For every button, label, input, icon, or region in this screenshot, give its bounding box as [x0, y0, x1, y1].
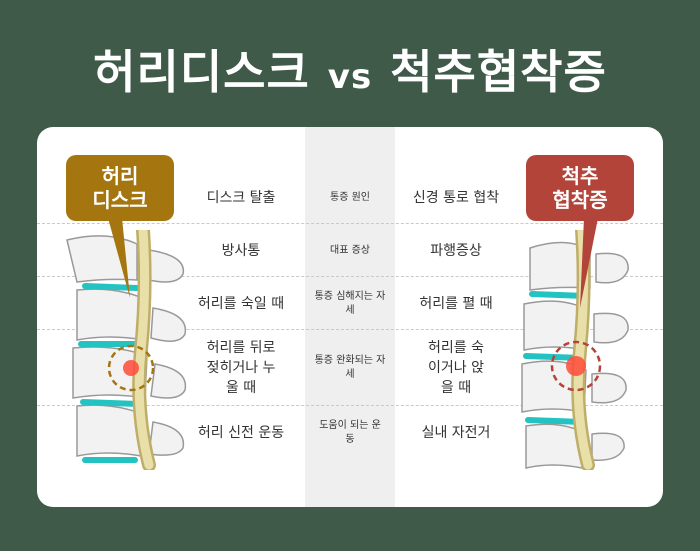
title-right: 척추협착증	[390, 45, 607, 99]
disc-exercise: 허리 신전 운동	[197, 424, 285, 441]
title-left: 허리디스크	[93, 45, 310, 99]
disc-worse-posture: 허리를 숙일 때	[197, 295, 285, 312]
stenosis-relief-posture: 허리를 숙이거나 앉을 때	[428, 339, 484, 396]
middle-column	[305, 127, 395, 507]
comparison-row: 허리 신전 운동 도움이 되는 운동 실내 자전거	[37, 406, 663, 459]
row-separator	[37, 329, 663, 330]
comparison-row: 허리를 뒤로 젖히거나 누울 때 통증 완화되는 자세 허리를 숙이거나 앉을 …	[37, 330, 663, 405]
disc-symptom: 방사통	[221, 242, 261, 259]
row-separator	[37, 276, 663, 277]
disc-cause: 디스크 탈출	[206, 189, 276, 206]
stenosis-symptom: 파행증상	[430, 242, 482, 259]
right-badge-pointer	[580, 218, 598, 308]
disc-relief-posture: 허리를 뒤로 젖히거나 누울 때	[206, 339, 276, 396]
comparison-row: 허리를 숙일 때 통증 심해지는 자세 허리를 펼 때	[37, 277, 663, 330]
comparison-row: 디스크 탈출 통증 원인 신경 통로 협착	[37, 171, 663, 224]
row-label-cause: 통증 원인	[330, 191, 370, 203]
row-label-worse-posture: 통증 심해지는 자세	[314, 290, 386, 316]
stenosis-badge-line2: 협착증	[552, 188, 608, 212]
page-title: 허리디스크 vs 척추협착증	[0, 42, 700, 107]
stenosis-exercise: 실내 자전거	[421, 424, 491, 441]
row-separator	[37, 223, 663, 224]
comparison-row: 방사통 대표 증상 파행증상	[37, 224, 663, 277]
stenosis-badge-line1: 척추	[561, 164, 599, 188]
row-separator	[37, 405, 663, 406]
stenosis-worse-posture: 허리를 펼 때	[419, 295, 493, 312]
disc-badge-line2: 디스크	[92, 188, 148, 212]
row-label-symptom: 대표 증상	[330, 244, 370, 256]
row-label-exercise: 도움이 되는 운동	[319, 419, 381, 445]
stenosis-cause: 신경 통로 협착	[412, 189, 500, 206]
left-spine-illustration	[66, 230, 187, 470]
title-vs: vs	[327, 57, 373, 97]
disc-badge-line1: 허리	[101, 164, 139, 188]
left-badge-pointer	[108, 218, 130, 298]
row-label-relief-posture: 통증 완화되는 자세	[314, 354, 386, 380]
